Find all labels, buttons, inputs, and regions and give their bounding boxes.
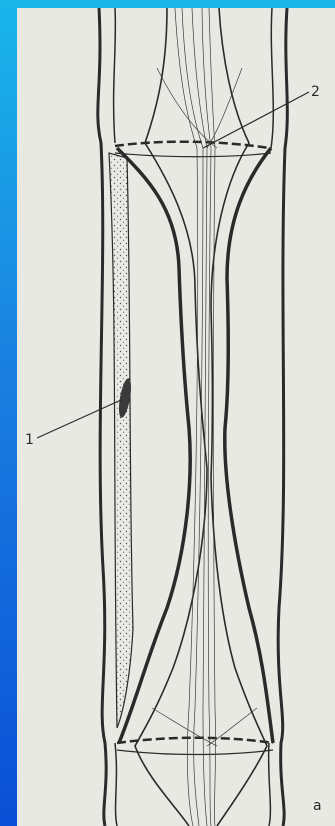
label-1-leader xyxy=(37,400,121,438)
schwann-cell-cytoplasm xyxy=(109,153,133,728)
label-2-leader xyxy=(203,92,309,148)
label-1: 1 xyxy=(25,432,34,448)
neurofibrils xyxy=(152,8,257,826)
illustration-paper: 1 2 a xyxy=(17,8,335,826)
nerve-fiber-diagram: 1 2 a xyxy=(17,8,335,826)
label-a: a xyxy=(313,798,322,814)
label-2: 2 xyxy=(311,84,320,100)
myelin-sheath xyxy=(117,148,273,743)
outer-sheath-right xyxy=(269,8,288,826)
node-of-ranvier-bottom xyxy=(117,738,273,755)
